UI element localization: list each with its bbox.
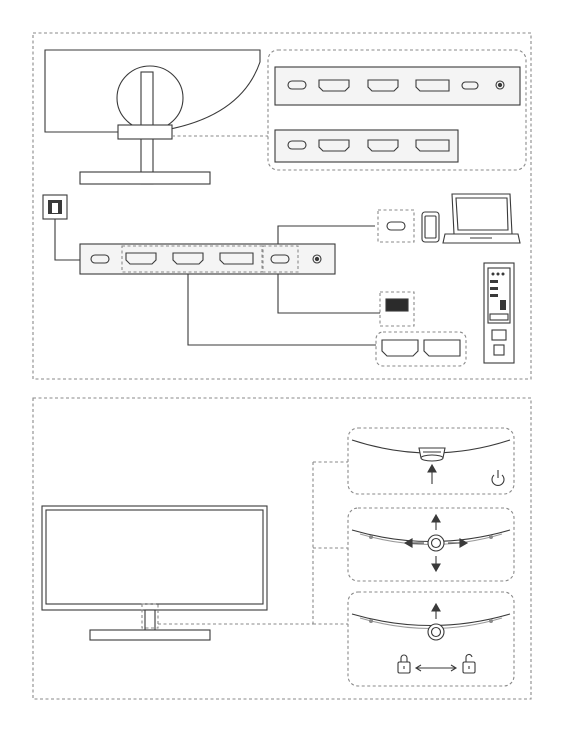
displayport-connector	[424, 340, 460, 356]
double-arrow-icon	[416, 665, 456, 671]
joystick-lock-callout	[348, 592, 514, 686]
usb-a-connector	[380, 292, 414, 326]
arrow-up-icon	[428, 465, 436, 484]
stand-neck	[145, 610, 155, 630]
power-joystick-callout	[348, 428, 514, 494]
power-icon	[492, 470, 504, 485]
power-outlet	[43, 195, 85, 260]
lock-icon	[398, 655, 410, 673]
port-strip-compact	[275, 130, 458, 162]
arrow-up-icon	[432, 604, 440, 619]
main-port-strip	[80, 244, 335, 274]
unlock-icon	[463, 654, 475, 673]
monitor-front-view	[42, 462, 348, 640]
usb-a-cable	[278, 274, 380, 313]
joystick-navigation-callout	[348, 508, 514, 581]
hdmi-connector	[382, 340, 418, 356]
video-connectors	[376, 332, 466, 366]
stand-base	[80, 172, 210, 184]
arrow-up-icon	[432, 515, 440, 530]
usb-c-connector	[378, 210, 414, 242]
usb-c-cable	[278, 226, 375, 244]
smartphone	[422, 212, 439, 242]
laptop	[443, 194, 520, 243]
video-cable	[188, 274, 376, 345]
stand-base	[90, 630, 210, 640]
arrow-down-icon	[432, 556, 440, 571]
port-strip-full	[275, 67, 520, 105]
port-cover	[118, 125, 172, 139]
monitor-rear-view	[45, 50, 268, 184]
desktop-pc	[484, 263, 514, 363]
